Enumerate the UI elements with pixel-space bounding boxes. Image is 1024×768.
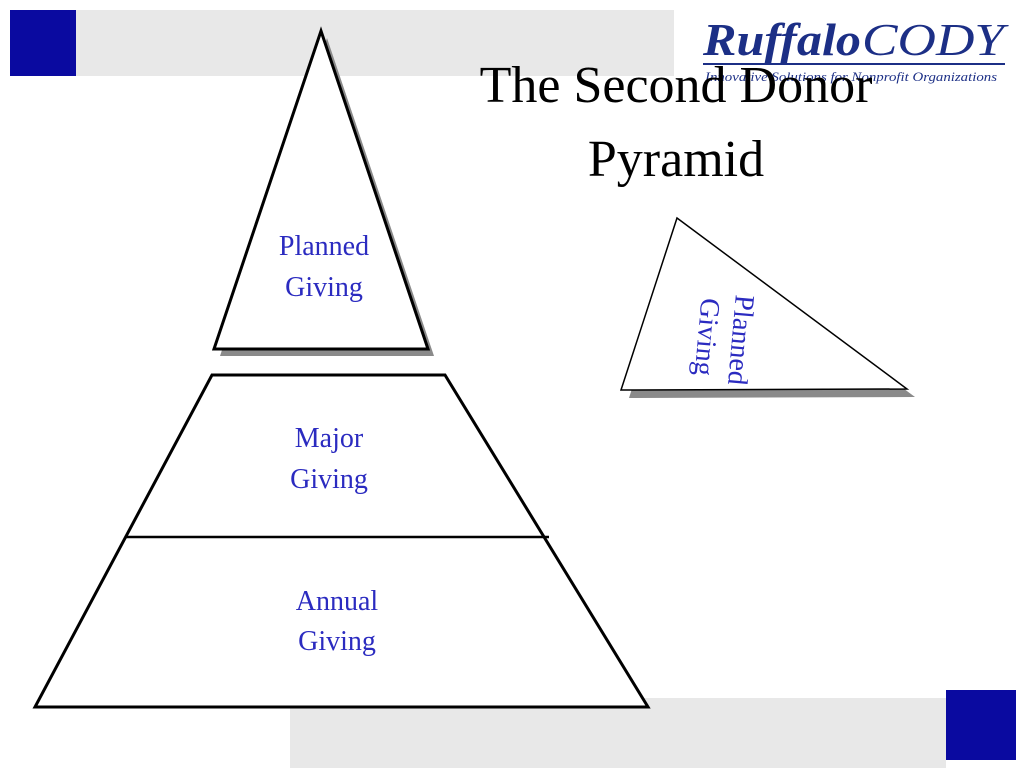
slide-title-line1: The Second Donor (480, 57, 873, 114)
ruffalo-cody-logo: Ruffalo CODY Innovative Solutions for No… (702, 14, 1009, 84)
planned-giving-label-line1: Planned (279, 231, 369, 262)
pyramid-trapezoid (32, 373, 651, 709)
tipped-label-line2: Giving (688, 297, 726, 377)
major-giving-label-line1: Major (295, 423, 364, 454)
bottom-right-blue-square (946, 690, 1016, 760)
top-tier-triangle (211, 26, 431, 351)
top-left-blue-square (10, 10, 76, 76)
major-giving-label-line2: Giving (290, 464, 368, 495)
slide-title-line2: Pyramid (588, 131, 764, 188)
planned-giving-label-line2: Giving (285, 272, 363, 303)
logo-tagline: Innovative Solutions for Nonprofit Organ… (704, 70, 997, 84)
tipped-triangle (619, 216, 910, 391)
logo-brand-main: Ruffalo (702, 14, 861, 65)
tipped-planned-giving-triangle: Planned Giving (619, 216, 915, 398)
pyramid-base: Major Giving Annual Giving (32, 373, 651, 709)
pyramid-top-tier: Planned Giving (211, 26, 434, 356)
top-gray-band (76, 10, 674, 76)
annual-giving-label-line2: Giving (298, 626, 376, 657)
bottom-gray-band (290, 698, 946, 768)
logo-brand-accent: CODY (862, 14, 1009, 65)
annual-giving-label-line1: Annual (296, 586, 379, 617)
